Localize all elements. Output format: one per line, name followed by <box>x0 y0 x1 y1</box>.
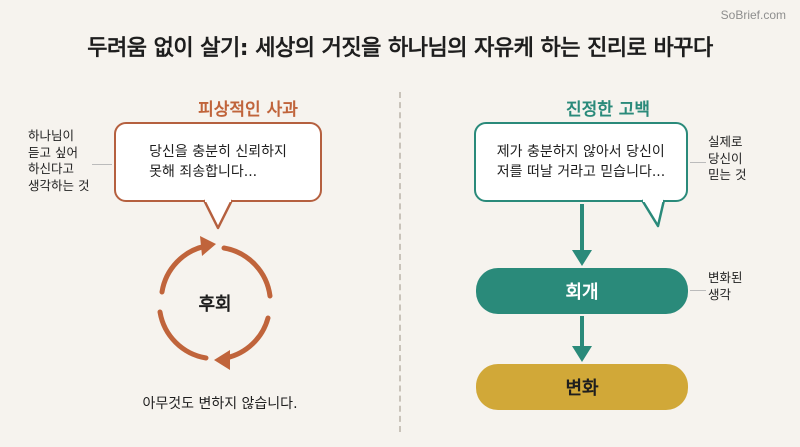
change-label: 변화 <box>565 378 599 399</box>
right-heading: 진정한 고백 <box>565 100 651 120</box>
column-divider <box>399 92 401 432</box>
left-side-note: 하나님이 듣고 싶어 하신다고 생각하는 것 <box>28 128 89 194</box>
page-title: 두려움 없이 살기: 세상의 거짓을 하나님의 자유케 하는 진리로 바꾸다 <box>87 36 713 61</box>
right-bubble-tail <box>640 199 666 228</box>
note-line: 믿는 것 <box>708 167 747 182</box>
watermark: SoBrief.com <box>720 8 786 22</box>
note-line: 생각 <box>708 286 732 302</box>
cycle-arrowhead-top <box>200 236 216 256</box>
left-heading: 피상적인 사과 <box>198 100 298 120</box>
change-step: 변화 <box>476 364 688 410</box>
bubble-line: 당신을 충분히 신뢰하지 <box>149 144 287 160</box>
note-line: 당신이 <box>708 150 743 166</box>
left-note-connector <box>92 164 112 165</box>
repentance-step: 회개 <box>476 268 688 314</box>
repentance-label: 회개 <box>565 282 599 303</box>
cycle-arrow-bottom <box>223 315 271 361</box>
note-line: 생각하는 것 <box>28 177 90 193</box>
cycle-label: 후회 <box>198 294 232 315</box>
flow-arrowhead-2 <box>572 346 592 362</box>
bubble-line: 저를 떠날 거라고 믿습니다... <box>496 164 666 180</box>
right-speech-bubble: 제가 충분하지 않아서 당신이 저를 떠날 거라고 믿습니다... <box>474 122 688 202</box>
bubble-line: 제가 충분하지 않아서 당신이 <box>496 144 665 160</box>
cycle-arrow-left <box>157 309 209 361</box>
bubble-line: 못해 죄송합니다... <box>149 164 258 180</box>
left-result-text: 아무것도 변하지 않습니다. <box>142 396 298 412</box>
cycle-arrow-top <box>159 243 209 295</box>
repentance-side-note: 변화된 생각 <box>708 270 743 303</box>
left-speech-bubble: 당신을 충분히 신뢰하지 못해 죄송합니다... <box>114 122 322 202</box>
note-line: 하신다고 <box>28 161 75 176</box>
right-note-connector <box>690 162 706 163</box>
cycle-arrowhead-bottom <box>214 350 230 370</box>
left-bubble-tail <box>202 199 234 230</box>
cycle-arrow-right <box>221 245 273 299</box>
note-line: 듣고 싶어 <box>28 144 78 160</box>
right-side-note: 실제로 당신이 믿는 것 <box>708 134 746 184</box>
mid-note-connector <box>690 290 706 291</box>
flow-arrowhead-1 <box>572 250 592 266</box>
note-line: 하나님이 <box>28 128 75 143</box>
note-line: 실제로 <box>708 134 743 149</box>
note-line: 변화된 <box>708 270 743 285</box>
